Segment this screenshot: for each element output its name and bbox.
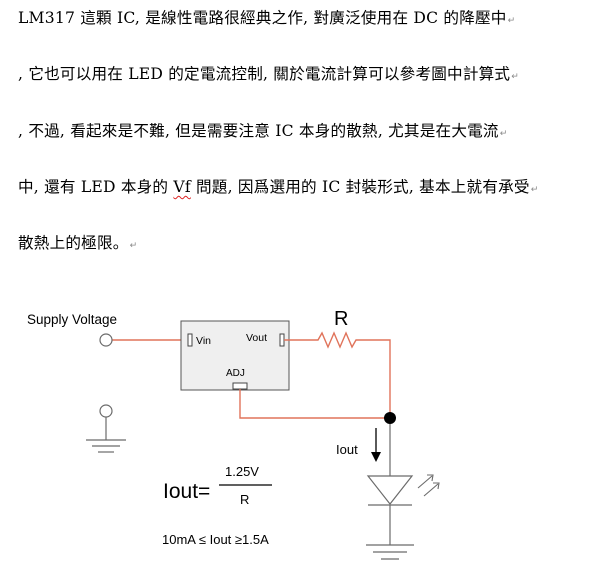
vout-pin-label: Vout: [246, 332, 267, 344]
current-range-prefix: 10mA ≤: [162, 532, 210, 547]
lm317-circuit-diagram: Supply Voltage Vin Vout ADJ R Iout Iout=…: [27, 308, 440, 560]
led-diode-triangle: [366, 475, 414, 505]
formula-numerator: 1.25V: [225, 464, 259, 479]
supply-voltage-label: Supply Voltage: [27, 312, 117, 327]
iout-arrow-head: [371, 452, 381, 462]
ground-symbol-right: [366, 544, 414, 560]
text-line-2: , 它也可以用在 LED 的定電流控制, 關於電流計算可以參考圖中計算式↵: [18, 64, 519, 87]
resistor-label: R: [334, 308, 348, 330]
junction-node: [384, 412, 396, 424]
paragraph-mark: ↵: [511, 72, 519, 82]
vin-pin-label: Vin: [196, 335, 211, 347]
current-range-suffix: ≥1.5A: [231, 532, 269, 547]
adj-pin: [232, 382, 248, 390]
ground-terminal: [99, 404, 113, 418]
led-light-emission-arrows: [417, 474, 440, 497]
text-line-4-part-b: 問題, 因爲選用的 IC 封裝形式, 基本上就有承受: [190, 178, 530, 196]
supply-terminal: [99, 333, 113, 347]
text-line-3: , 不過, 看起來是不難, 但是需要注意 IC 本身的散熱, 尤其是在大電流↵: [18, 121, 507, 144]
iout-arrow-label: Iout: [336, 442, 358, 457]
paragraph-mark: ↵: [129, 241, 138, 251]
paragraph-mark: ↵: [530, 185, 539, 195]
formula-denominator: R: [240, 492, 249, 507]
paragraph-mark: ↵: [499, 129, 508, 139]
current-range-iout: Iout: [210, 532, 232, 547]
text-line-4: 中, 還有 LED 本身的 Vf 問題, 因爲選用的 IC 封裝形式, 基本上就…: [18, 177, 538, 200]
current-range-text: 10mA ≤ Iout ≥1.5A: [162, 532, 269, 547]
vout-pin: [279, 333, 285, 347]
vin-pin: [187, 333, 193, 347]
text-line-4-part-a: 中, 還有 LED 本身的: [18, 178, 174, 196]
text-line-1: LM317 這顆 IC, 是線性電路很經典之作, 對廣泛使用在 DC 的降壓中↵: [18, 8, 515, 31]
paragraph-mark: ↵: [507, 16, 516, 26]
text-line-3-content: , 不過, 看起來是不難, 但是需要注意 IC 本身的散熱, 尤其是在大電流: [18, 122, 499, 140]
text-line-2-content: , 它也可以用在 LED 的定電流控制, 關於電流計算可以參考圖中計算式: [18, 65, 511, 83]
adj-pin-label: ADJ: [226, 368, 245, 379]
spell-check-word-vf: Vf: [173, 178, 191, 196]
formula-iout-lhs: Iout=: [163, 480, 210, 503]
adj-feedback-wire: [239, 389, 390, 419]
ground-symbol-left: [86, 439, 126, 453]
text-line-5-content: 散熱上的極限。: [18, 234, 129, 252]
text-line-5: 散熱上的極限。↵: [18, 233, 137, 256]
text-line-1-content: LM317 這顆 IC, 是線性電路很經典之作, 對廣泛使用在 DC 的降壓中: [18, 9, 507, 27]
lm317-ic-body: [180, 320, 290, 391]
resistor-and-output-wire: [284, 331, 391, 418]
